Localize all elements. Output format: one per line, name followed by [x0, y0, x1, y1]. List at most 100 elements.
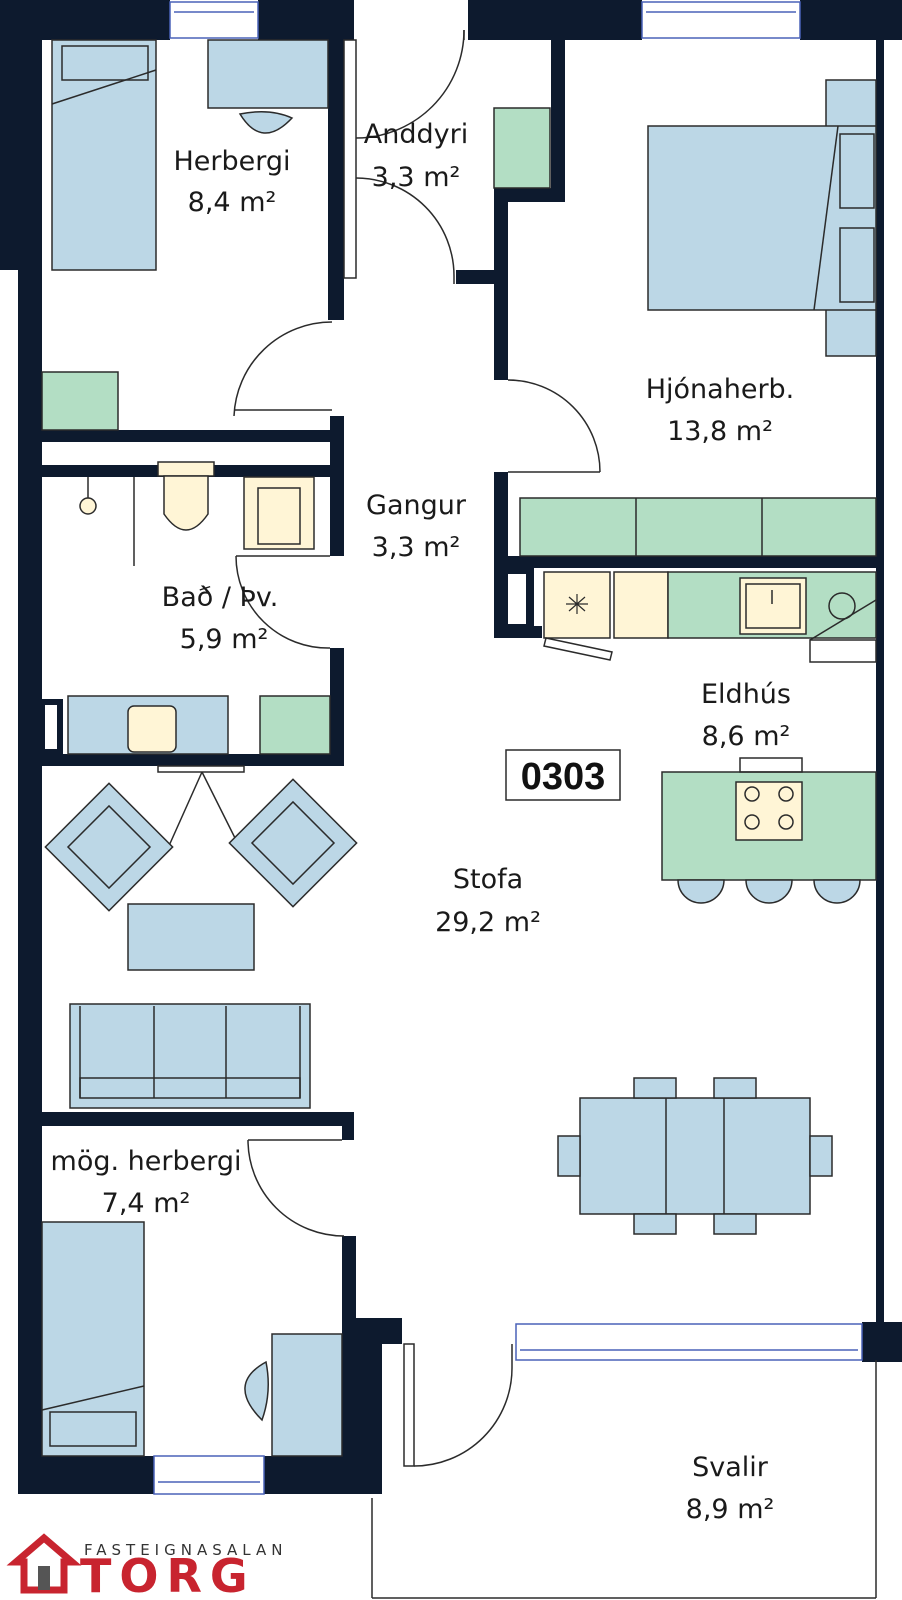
- fridge: [613, 571, 669, 639]
- house-logo-icon: [6, 1533, 82, 1594]
- armchair-left: [44, 782, 174, 912]
- bath-door-swing: [235, 555, 331, 649]
- wall-top-mid-outer: [258, 0, 354, 16]
- room-name-stofa: Stofa: [453, 864, 523, 895]
- wall-top-left: [18, 16, 170, 40]
- coffee-table: [127, 903, 255, 971]
- window-mog: [153, 1455, 265, 1495]
- room-area-anddyri: 3,3 m²: [372, 162, 461, 193]
- bed-mog: [41, 1221, 145, 1457]
- windows: [153, 1, 863, 1495]
- wall-outer-left-top: [0, 0, 18, 270]
- wall-top-right-a-outer: [468, 0, 642, 16]
- window-herbergi: [169, 1, 259, 39]
- room-name-mog-herbergi: mög. herbergi: [51, 1146, 242, 1177]
- chair-herbergi: [238, 111, 294, 134]
- mog-door-swing: [247, 1139, 345, 1237]
- balcony-door-swing: [413, 1367, 513, 1467]
- wall-top-left-outer: [0, 0, 170, 16]
- chair-mog: [244, 1360, 269, 1422]
- unit-number-box: 0303: [505, 749, 621, 801]
- logo-small-text: FASTEIGNASALAN: [84, 1541, 287, 1559]
- room-area-herbergi: 8,4 m²: [188, 187, 277, 218]
- sofa: [69, 1003, 311, 1109]
- stool-1: [677, 879, 725, 904]
- torg-logo: FASTEIGNASALAN TORG: [6, 1533, 287, 1600]
- window-hjona: [641, 1, 801, 39]
- hjona-door-swing: [507, 379, 601, 473]
- washer: [243, 476, 315, 550]
- wall-top-right-b-outer: [800, 0, 902, 16]
- room-area-hjonaherb: 13,8 m²: [667, 416, 773, 447]
- kitchen-window: [500, 566, 534, 632]
- desk-mog: [271, 1333, 343, 1457]
- window-living: [515, 1323, 863, 1361]
- wall-right-corner: [862, 1322, 902, 1362]
- room-name-hjonaherb: Hjónaherb.: [646, 374, 795, 405]
- bed-herbergi: [51, 39, 157, 271]
- wall-kitchen-top: [494, 556, 876, 568]
- room-name-herbergi: Herbergi: [173, 146, 290, 177]
- logo-big-text: TORG: [80, 1549, 256, 1600]
- doors: [233, 29, 877, 1599]
- room-area-eldhus: 8,6 m²: [702, 721, 791, 752]
- wall-bottom-right: [264, 1456, 382, 1494]
- sink-bath: [127, 705, 177, 753]
- bed-hjona: [647, 125, 877, 311]
- cabinet-bath: [259, 695, 331, 755]
- dining-chairs: [557, 1077, 833, 1235]
- closet-herbergi: [41, 371, 119, 431]
- toilet-tank: [157, 461, 215, 477]
- cooktop: [735, 781, 803, 841]
- entrance-frame: [343, 39, 357, 279]
- room-name-gangur: Gangur: [366, 490, 467, 521]
- counter-upper: [519, 497, 877, 557]
- wall-bath-right-lower: [330, 648, 344, 766]
- room-area-mog-herbergi: 7,4 m²: [102, 1188, 191, 1219]
- wall-top-mid: [258, 16, 354, 40]
- wall-outer-left: [18, 16, 42, 1494]
- room-labels: Herbergi 8,4 m² Anddyri 3,3 m² Hjónaherb…: [51, 119, 795, 1525]
- unit-number: 0303: [521, 756, 606, 798]
- entrance-door-swing: [355, 29, 465, 139]
- walls: [0, 0, 902, 1494]
- room-area-bad: 5,9 m²: [180, 624, 269, 655]
- wall-anddyri-bottom: [456, 270, 508, 284]
- wall-mog-top: [42, 1112, 342, 1126]
- room-name-eldhus: Eldhús: [701, 679, 791, 710]
- furniture: [39, 39, 877, 1457]
- room-name-anddyri: Anddyri: [364, 119, 468, 150]
- dining-table: [579, 1097, 811, 1215]
- anddyri-door-swing: [355, 177, 455, 277]
- room-area-stofa: 29,2 m²: [435, 907, 541, 938]
- wall-top-right-a: [468, 16, 642, 40]
- house-door-icon: [38, 1566, 50, 1590]
- room-name-svalir: Svalir: [692, 1452, 769, 1483]
- wall-herbergi-right: [328, 40, 344, 320]
- wall-outer-right: [876, 16, 884, 1326]
- wall-anddyri-closet: [494, 188, 565, 202]
- room-name-bad: Bað / Þv.: [162, 582, 279, 613]
- wall-bottom-left: [18, 1456, 154, 1494]
- wall-top-right-b: [800, 16, 902, 40]
- window-bath: [39, 699, 63, 755]
- closet-anddyri: [493, 107, 551, 189]
- wall-bath-bottom: [42, 754, 344, 766]
- herbergi-door-swing: [233, 321, 333, 417]
- stool-2: [745, 879, 793, 904]
- wall-mog-top-end: [342, 1112, 354, 1140]
- room-area-svalir: 8,9 m²: [686, 1494, 775, 1525]
- wall-bath-right-upper: [330, 416, 344, 556]
- sink-kitchen: [739, 577, 807, 635]
- wall-mog-right: [342, 1236, 356, 1332]
- wall-herbergi-bottom: [42, 430, 342, 442]
- armchair-right: [228, 778, 358, 908]
- wall-anddyri-right: [551, 40, 565, 202]
- desk-herbergi: [207, 39, 329, 109]
- stool-3: [813, 879, 861, 904]
- shower-head: [79, 497, 97, 515]
- toilet: [163, 475, 209, 531]
- room-area-gangur: 3,3 m²: [372, 532, 461, 563]
- balcony-frame: [403, 1343, 415, 1467]
